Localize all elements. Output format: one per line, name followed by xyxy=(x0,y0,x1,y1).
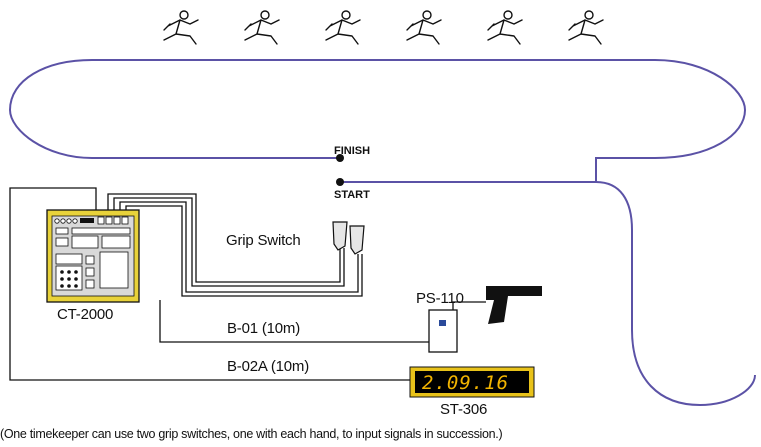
grip-switch-label: Grip Switch xyxy=(226,232,301,249)
diagram-caption: (One timekeeper can use two grip switche… xyxy=(0,427,503,441)
ct2000-device xyxy=(46,209,140,303)
skater-icon xyxy=(487,10,523,45)
finish-marker xyxy=(336,154,344,162)
skater-icon xyxy=(244,10,280,45)
finish-label: FINISH xyxy=(334,145,371,157)
st306-label: ST-306 xyxy=(440,401,488,418)
skater-icons xyxy=(163,10,604,45)
st306-display xyxy=(409,366,535,398)
track-outline xyxy=(8,59,747,182)
cable-b02a-label: B-02A (10m) xyxy=(227,358,309,375)
wire-grip-1 xyxy=(107,193,341,283)
skater-icon xyxy=(568,10,604,45)
wire-b01 xyxy=(159,300,430,343)
ps110-device xyxy=(428,309,458,353)
wire-grip-2 xyxy=(119,201,359,293)
wire-b02a xyxy=(9,187,410,381)
grip-switch-icon xyxy=(332,221,365,255)
wiring xyxy=(9,187,486,381)
track-outline-lower xyxy=(340,181,756,407)
start-marker xyxy=(336,178,344,186)
skater-icon xyxy=(163,10,199,45)
cable-b01-label: B-01 (10m) xyxy=(227,320,301,337)
start-label: START xyxy=(334,189,370,201)
skater-icon xyxy=(325,10,361,45)
skater-icon xyxy=(406,10,442,45)
ps110-label: PS-110 xyxy=(416,290,464,307)
wire-grip-2b xyxy=(125,205,363,297)
wire-pistol xyxy=(452,301,486,310)
ct2000-label: CT-2000 xyxy=(57,306,114,323)
time-display: 2.09.16 xyxy=(422,372,510,394)
starter-pistol-icon xyxy=(486,286,542,324)
wire-grip-1b xyxy=(113,197,345,287)
